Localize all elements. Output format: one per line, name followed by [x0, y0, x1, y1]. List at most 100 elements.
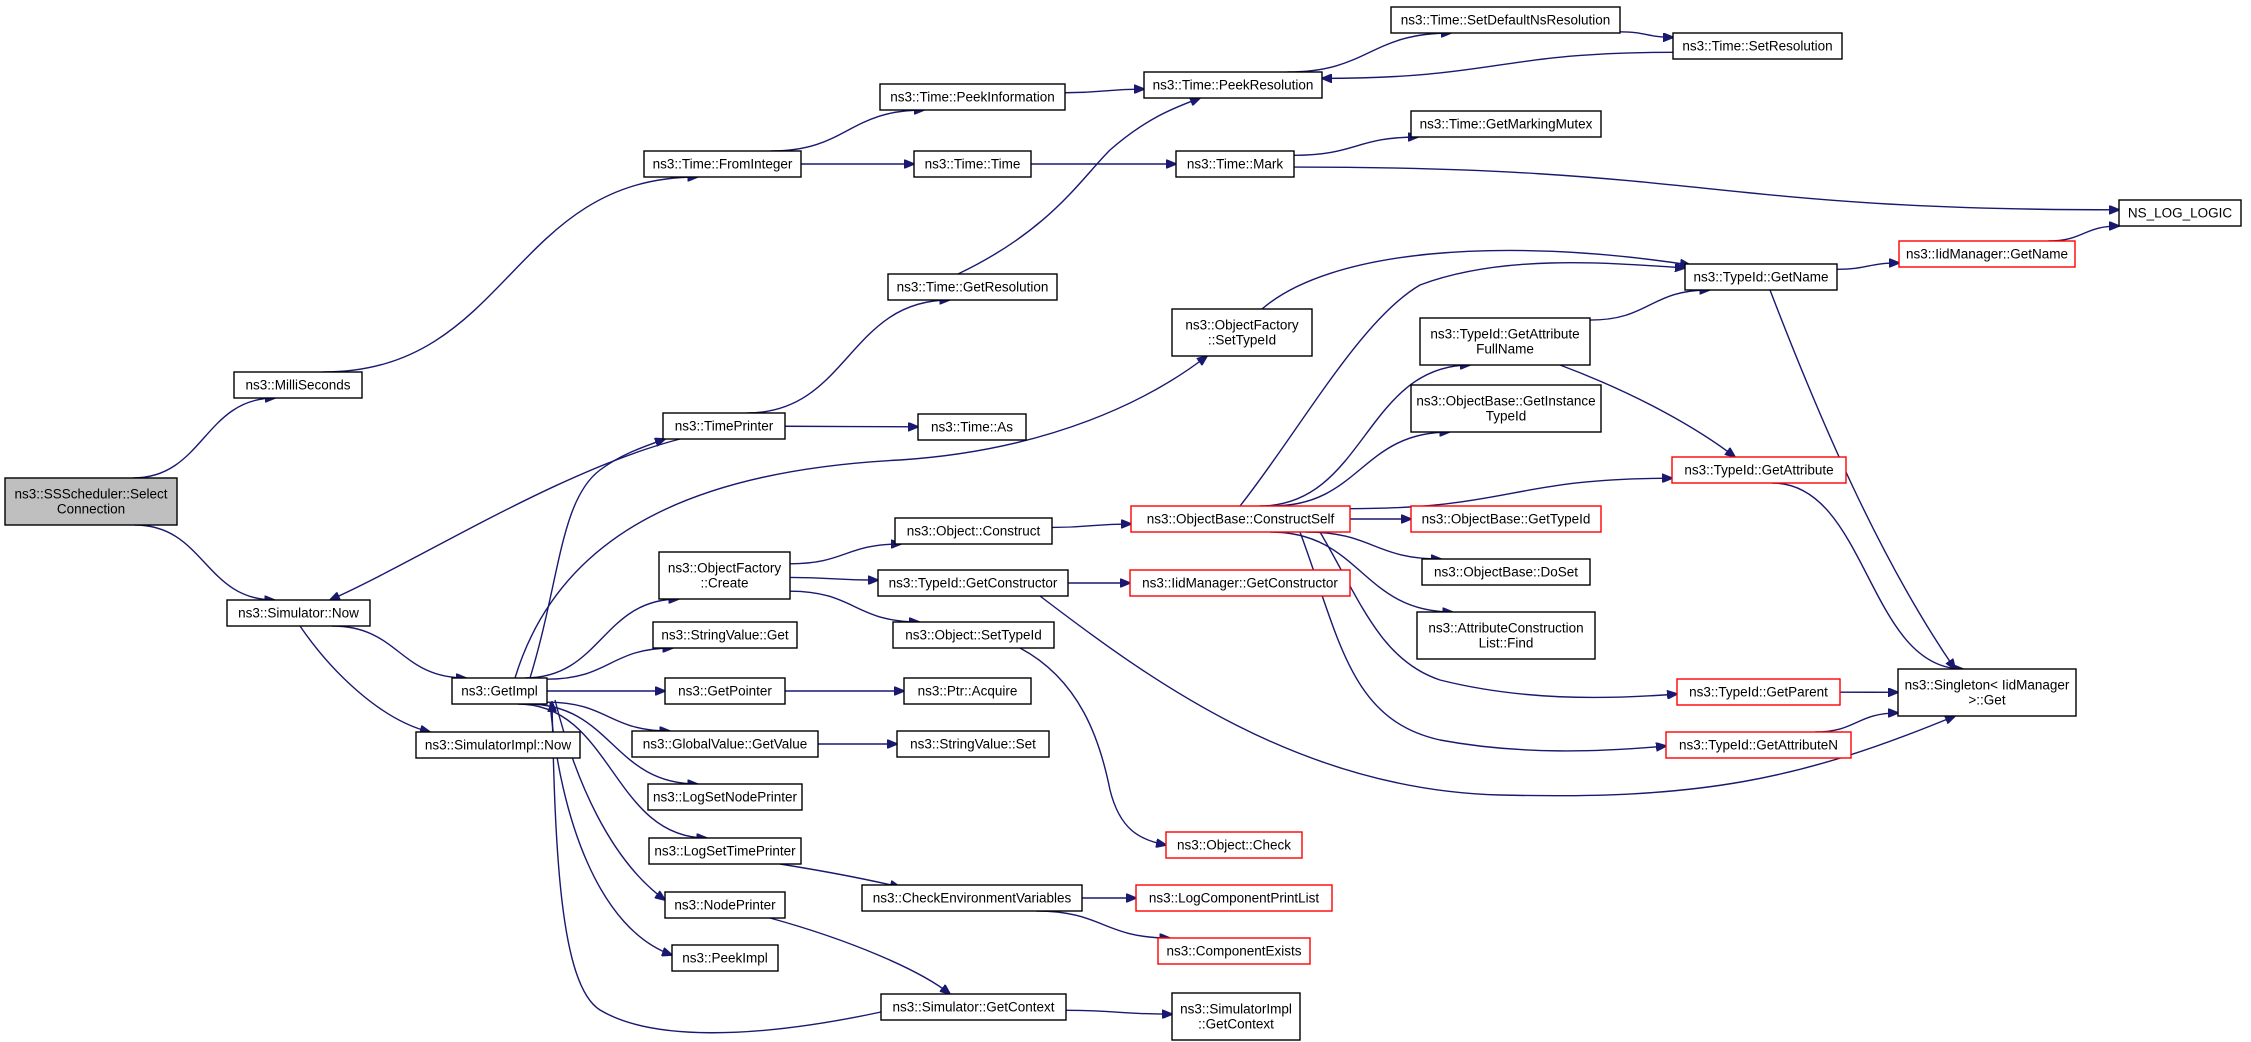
node-time-time[interactable]: ns3::Time::Time	[913, 150, 1032, 178]
edge-line	[1322, 51, 1674, 78]
node-ptr-acquire[interactable]: ns3::Ptr::Acquire	[903, 677, 1032, 705]
edge-objectfactory_settypeid-to-typeid_getname	[1261, 249, 1690, 310]
node-label: ns3::StringValue::Set	[910, 737, 1036, 752]
node-simulator-getcontext[interactable]: ns3::Simulator::GetContext	[880, 993, 1067, 1021]
node-label: ns3::MilliSeconds	[245, 378, 350, 393]
node-label: ns3::ObjectFactory	[668, 561, 782, 576]
edge-getimpl-to-logsettimeprinter	[517, 703, 707, 838]
node-box	[226, 599, 371, 627]
node-label: ns3::PeekImpl	[682, 951, 768, 966]
node-box	[662, 412, 786, 440]
node-simulator-now[interactable]: ns3::Simulator::Now	[226, 599, 371, 627]
edge-typeid_getname-to-iidmanager_getname	[1836, 263, 1899, 270]
node-nodeprinter[interactable]: ns3::NodePrinter	[664, 891, 786, 919]
node-time-getresolution[interactable]: ns3::Time::GetResolution	[887, 273, 1058, 301]
node-logsettimeprinter[interactable]: ns3::LogSetTimePrinter	[648, 837, 802, 865]
edge-line	[1271, 432, 1450, 507]
edge-line	[554, 699, 665, 900]
edge-line	[1619, 31, 1673, 37]
edge-line	[957, 98, 1200, 275]
edge-logsettimeprinter-to-checkenvironmentvariables	[779, 863, 900, 887]
node-box	[1171, 992, 1301, 1041]
node-iidmanager-getname[interactable]: ns3::IidManager::GetName	[1898, 240, 2076, 268]
edge-object_construct-to-objectbase_constructself	[1051, 524, 1131, 528]
node-objectbase-doset[interactable]: ns3::ObjectBase::DoSet	[1421, 558, 1591, 586]
node-object-settypeid[interactable]: ns3::Object::SetTypeId	[892, 621, 1055, 649]
node-simulatorimpl-getcontext[interactable]: ns3::SimulatorImpl::GetContext	[1171, 992, 1301, 1041]
edge-simulator_now-to-getimpl	[331, 625, 466, 678]
node-time-as[interactable]: ns3::Time::As	[917, 413, 1027, 441]
edge-select_connection-to-simulator_now	[134, 524, 275, 600]
node-stringvalue-get[interactable]: ns3::StringValue::Get	[652, 621, 798, 649]
node-typeid-getattributen[interactable]: ns3::TypeId::GetAttributeN	[1665, 731, 1852, 759]
node-time-frominteger[interactable]: ns3::Time::FromInteger	[643, 150, 802, 178]
node-label: ns3::SimulatorImpl::Now	[425, 738, 572, 753]
node-time-peekinformation[interactable]: ns3::Time::PeekInformation	[879, 83, 1066, 111]
edge-timeprinter-to-time_getresolution	[747, 300, 949, 414]
node-box	[1665, 731, 1852, 759]
edge-time_frominteger-to-time_peekinformation	[771, 110, 924, 152]
node-getpointer[interactable]: ns3::GetPointer	[664, 677, 786, 705]
edge-line	[1559, 364, 1735, 457]
node-iidmanager-getconstructor[interactable]: ns3::IidManager::GetConstructor	[1129, 569, 1351, 597]
node-simulatorimpl-now[interactable]: ns3::SimulatorImpl::Now	[415, 731, 581, 759]
node-object-construct[interactable]: ns3::Object::Construct	[894, 517, 1053, 545]
node-box	[415, 731, 581, 759]
node-label: ns3::Time::PeekInformation	[890, 90, 1055, 105]
edge-typeid_getattributefullname-to-typeid_getattribute	[1559, 364, 1735, 457]
node-label: Connection	[57, 502, 125, 517]
node-typeid-getname[interactable]: ns3::TypeId::GetName	[1684, 263, 1838, 291]
edge-line	[771, 110, 924, 152]
node-objectbase-gettypeid[interactable]: ns3::ObjectBase::GetTypeId	[1410, 505, 1602, 533]
node-box	[877, 569, 1069, 597]
node-singleton-get[interactable]: ns3::Singleton< IidManager>::Get	[1897, 668, 2077, 717]
node-label: ns3::AttributeConstruction	[1428, 621, 1583, 636]
node-peekimpl[interactable]: ns3::PeekImpl	[671, 944, 779, 972]
node-getimpl[interactable]: ns3::GetImpl	[451, 677, 548, 705]
edge-line	[524, 599, 679, 679]
node-time-getmarkingmutex[interactable]: ns3::Time::GetMarkingMutex	[1410, 110, 1602, 138]
node-typeid-getparent[interactable]: ns3::TypeId::GetParent	[1676, 678, 1841, 706]
node-logcomponentprintlist[interactable]: ns3::LogComponentPrintList	[1135, 884, 1333, 912]
edge-getimpl-to-objectfactory_create	[524, 599, 679, 679]
node-label: ns3::TypeId::GetAttributeN	[1679, 738, 1838, 753]
edge-line	[330, 438, 681, 600]
node-label: List::Find	[1479, 636, 1534, 651]
node-time-peekresolution[interactable]: ns3::Time::PeekResolution	[1143, 71, 1323, 99]
node-objectbase-constructself[interactable]: ns3::ObjectBase::ConstructSelf	[1130, 505, 1351, 533]
node-object-check[interactable]: ns3::Object::Check	[1165, 831, 1303, 859]
node-stringvalue-set[interactable]: ns3::StringValue::Set	[896, 730, 1050, 758]
edge-line	[1019, 647, 1166, 845]
node-globalvalue-getvalue[interactable]: ns3::GlobalValue::GetValue	[631, 730, 819, 758]
node-label: ns3::TypeId::GetAttribute	[1430, 327, 1579, 342]
node-time-mark[interactable]: ns3::Time::Mark	[1175, 150, 1295, 178]
edge-line	[1239, 262, 1685, 507]
edge-line	[779, 863, 900, 887]
edge-getimpl-to-nodeprinter	[554, 699, 665, 900]
node-typeid-getconstructor[interactable]: ns3::TypeId::GetConstructor	[877, 569, 1069, 597]
node-componentexists[interactable]: ns3::ComponentExists	[1157, 937, 1311, 965]
node-milliseconds[interactable]: ns3::MilliSeconds	[233, 371, 363, 399]
edge-objectbase_constructself-to-typeid_getattributen	[1299, 531, 1666, 752]
node-logsetnodeprinter[interactable]: ns3::LogSetNodePrinter	[647, 783, 803, 811]
node-time-setresolution[interactable]: ns3::Time::SetResolution	[1672, 32, 1843, 60]
node-ns-log-logic[interactable]: NS_LOG_LOGIC	[2118, 199, 2242, 227]
node-checkenvironmentvariables[interactable]: ns3::CheckEnvironmentVariables	[861, 884, 1083, 912]
node-time-setdefaultnsresolution[interactable]: ns3::Time::SetDefaultNsResolution	[1390, 6, 1621, 34]
node-box	[1676, 678, 1841, 706]
node-timeprinter[interactable]: ns3::TimePrinter	[662, 412, 786, 440]
edge-line	[529, 439, 665, 679]
node-box	[880, 993, 1067, 1021]
node-objectfactory-create[interactable]: ns3::ObjectFactory::Create	[658, 551, 791, 600]
node-label: ns3::Time::FromInteger	[653, 157, 793, 172]
node-typeid-getattribute[interactable]: ns3::TypeId::GetAttribute	[1671, 456, 1847, 484]
node-box	[903, 677, 1032, 705]
node-label: ::Create	[700, 576, 748, 591]
node-label: ns3::TypeId::GetParent	[1689, 685, 1828, 700]
node-objectfactory-settypeid[interactable]: ns3::ObjectFactory::SetTypeId	[1171, 308, 1313, 357]
